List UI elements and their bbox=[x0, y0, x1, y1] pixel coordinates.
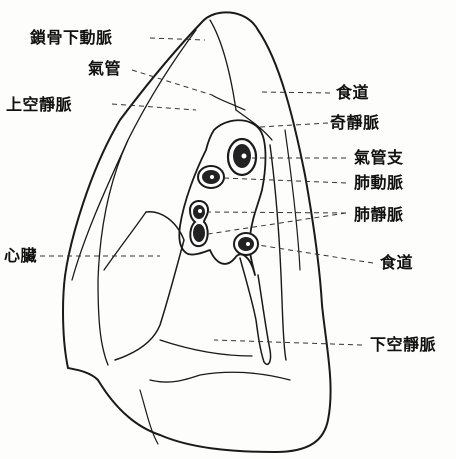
lower-fissure bbox=[160, 340, 252, 356]
label-pulmonary-vein: 肺靜脈 bbox=[354, 206, 404, 224]
label-subclavian-artery: 鎖骨下動脈 bbox=[30, 29, 113, 47]
label-azygos-vein: 奇靜脈 bbox=[330, 114, 380, 132]
label-pulmonary-artery: 肺動脈 bbox=[354, 174, 404, 192]
base-lobe-line bbox=[140, 390, 158, 444]
base-contour bbox=[150, 372, 290, 382]
leader-svc bbox=[112, 104, 196, 110]
label-trachea: 氣管 bbox=[88, 60, 121, 78]
leader-esophagus-top bbox=[258, 92, 330, 93]
esophagus-section bbox=[234, 233, 258, 255]
trachea-line bbox=[212, 95, 245, 110]
label-superior-vena-cava: 上空靜脈 bbox=[6, 96, 72, 114]
label-heart: 心臟 bbox=[4, 247, 37, 265]
leader-subclavian bbox=[150, 38, 205, 40]
label-bronchus: 氣管支 bbox=[354, 149, 404, 167]
esophageal-groove-2 bbox=[285, 130, 300, 270]
leader-trachea bbox=[132, 70, 212, 95]
leader-ivc bbox=[214, 340, 362, 345]
pulmonary-artery-section bbox=[198, 166, 224, 188]
label-esophagus-bottom: 食道 bbox=[380, 254, 413, 272]
label-esophagus-top: 食道 bbox=[336, 84, 369, 102]
bronchus-section bbox=[228, 139, 256, 175]
label-inferior-vena-cava: 下空靜脈 bbox=[370, 336, 436, 354]
leader-pulmonary-artery bbox=[224, 178, 346, 183]
lung-left-contour bbox=[98, 30, 196, 365]
esophageal-groove bbox=[270, 145, 286, 360]
cardiac-impression-inner bbox=[104, 212, 146, 270]
pulmonary-vein-section bbox=[190, 201, 208, 246]
cardiac-impression bbox=[115, 212, 184, 360]
